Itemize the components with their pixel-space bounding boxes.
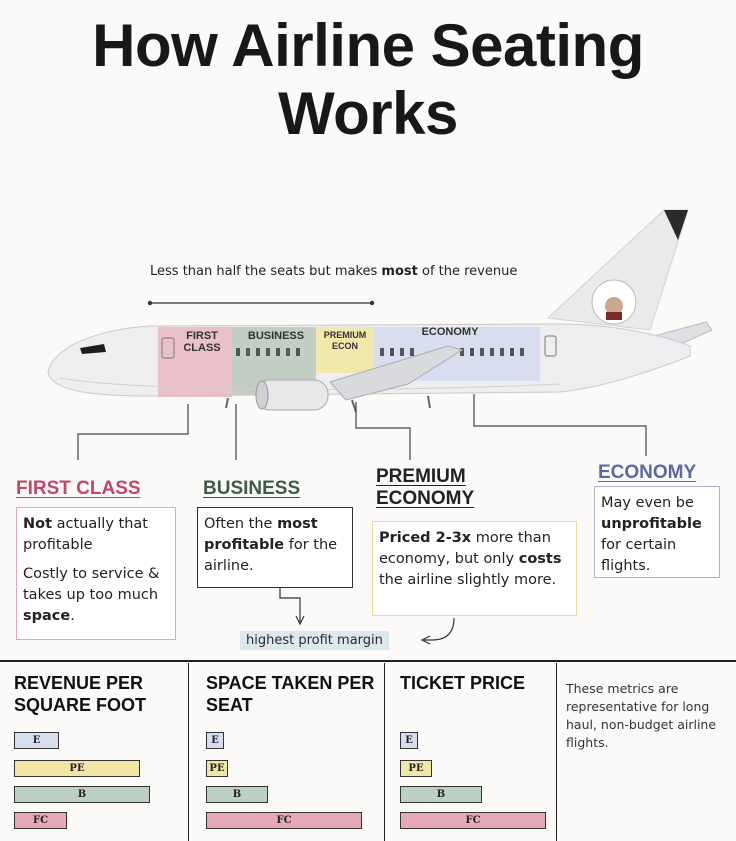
metric-bar-pe: PE	[14, 760, 140, 777]
page-title: How Airline Seating Works	[92, 12, 644, 147]
business-text: Often the most profitable for the airlin…	[204, 516, 338, 574]
segment-label-economy: ECONOMY	[421, 326, 479, 338]
metric-bar-fc: FC	[14, 812, 67, 829]
economy-text: May even be unprofitable for certain fli…	[601, 495, 702, 574]
economy-heading: ECONOMY	[598, 462, 697, 483]
segment-label-business: BUSINESS	[247, 330, 305, 342]
metric-bar-e: E	[14, 732, 59, 749]
metrics-col-divider-3	[556, 663, 557, 841]
metric-bar-fc: FC	[400, 812, 546, 829]
profit-margin-tag: highest profit margin	[240, 631, 389, 650]
airplane-illustration	[47, 209, 713, 460]
business-box: Often the most profitable for the airlin…	[197, 507, 353, 588]
revenue-note-pre: Less than half the seats but makes	[150, 264, 382, 279]
segment-first	[158, 327, 232, 397]
segment-label-first: FIRST CLASS	[183, 330, 221, 354]
metric-bar-e: E	[400, 732, 418, 749]
metric-heading: TICKET PRICE	[400, 673, 526, 693]
revenue-span-bracket	[147, 300, 375, 306]
revenue-note: Less than half the seats but makes most …	[150, 263, 517, 280]
revenue-note-bold: most	[381, 264, 418, 279]
profit-arrows	[279, 588, 455, 645]
economy-box: May even be unprofitable for certain fli…	[594, 486, 720, 578]
metrics-note: These metrics are representative for lon…	[566, 681, 717, 750]
metric-bar-b: B	[206, 786, 268, 803]
metric-bar-fc: FC	[206, 812, 362, 829]
premium-text: Priced 2-3x more than economy, but only …	[379, 530, 562, 588]
metric-bar-pe: PE	[206, 760, 228, 777]
tail-logo	[591, 279, 637, 325]
metric-bar-pe: PE	[400, 760, 432, 777]
business-heading: BUSINESS	[203, 478, 301, 499]
metric-heading: SPACE TAKEN PER SEAT	[206, 673, 375, 715]
metric-bar-b: B	[14, 786, 150, 803]
metric-heading: REVENUE PER SQUARE FOOT	[14, 673, 147, 715]
metric-bar-b: B	[400, 786, 482, 803]
callout-lines	[77, 394, 647, 460]
first-class-text-1: Not actually that profitable	[23, 516, 148, 553]
segment-premium	[316, 327, 374, 373]
first-class-box: Not actually that profitable Costly to s…	[16, 507, 176, 640]
segment-label-premium: PREMIUM ECON	[323, 330, 367, 351]
metrics-divider	[0, 660, 736, 662]
metrics-col-divider-2	[384, 663, 385, 841]
first-class-heading: FIRST CLASS	[16, 478, 141, 499]
premium-box: Priced 2-3x more than economy, but only …	[372, 521, 577, 616]
engine	[255, 379, 329, 411]
revenue-note-post: of the revenue	[417, 264, 518, 279]
metrics-col-divider-1	[188, 663, 189, 841]
metric-bar-e: E	[206, 732, 224, 749]
first-class-text-2: Costly to service & takes up too much sp…	[23, 566, 160, 624]
